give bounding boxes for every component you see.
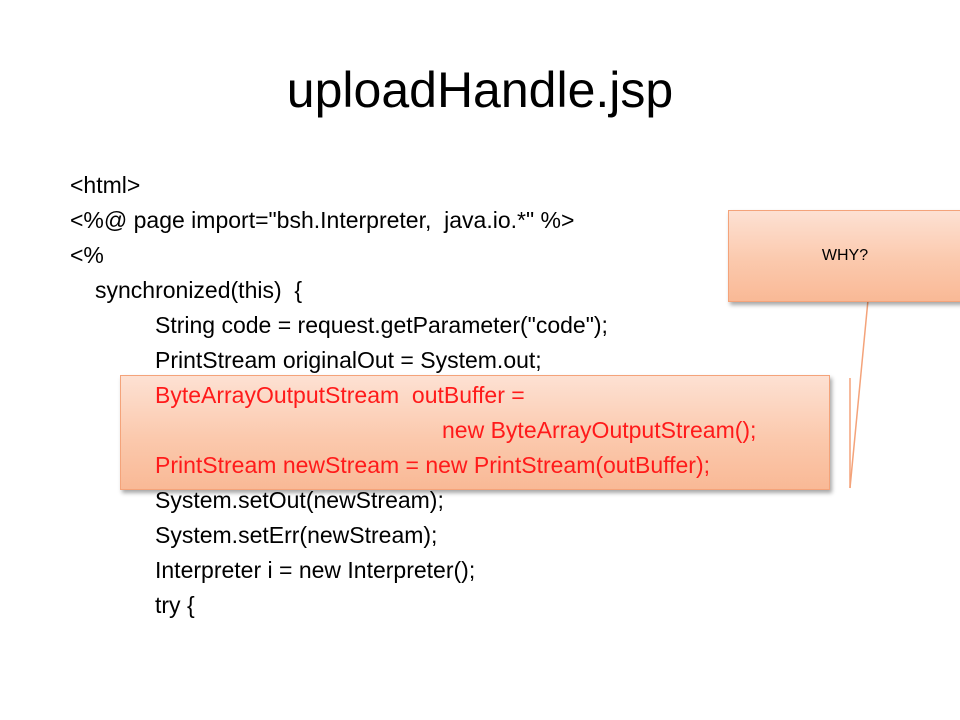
code-line: <%@ page import="bsh.Interpreter, java.i… — [70, 207, 575, 233]
code-line: <% — [70, 242, 104, 268]
why-callout-text: WHY? — [821, 247, 869, 264]
code-line: <html> — [70, 172, 141, 198]
code-line: System.setOut(newStream); — [155, 487, 444, 513]
code-line: System.setErr(newStream); — [155, 522, 438, 548]
slide-title: uploadHandle.jsp — [286, 62, 674, 118]
code-highlight-box — [120, 375, 830, 490]
code-line: synchronized(this) { — [95, 277, 303, 303]
code-line: try { — [155, 592, 195, 618]
why-callout: WHY? — [728, 210, 960, 302]
code-line-highlighted: PrintStream newStream = new PrintStream(… — [155, 452, 710, 478]
code-line-highlighted: new ByteArrayOutputStream(); — [442, 417, 757, 443]
code-line: String code = request.getParameter("code… — [155, 312, 608, 338]
code-line: PrintStream originalOut = System.out; — [155, 347, 542, 373]
code-line-highlighted: ByteArrayOutputStream outBuffer = — [155, 382, 525, 408]
code-line: Interpreter i = new Interpreter(); — [155, 557, 476, 583]
